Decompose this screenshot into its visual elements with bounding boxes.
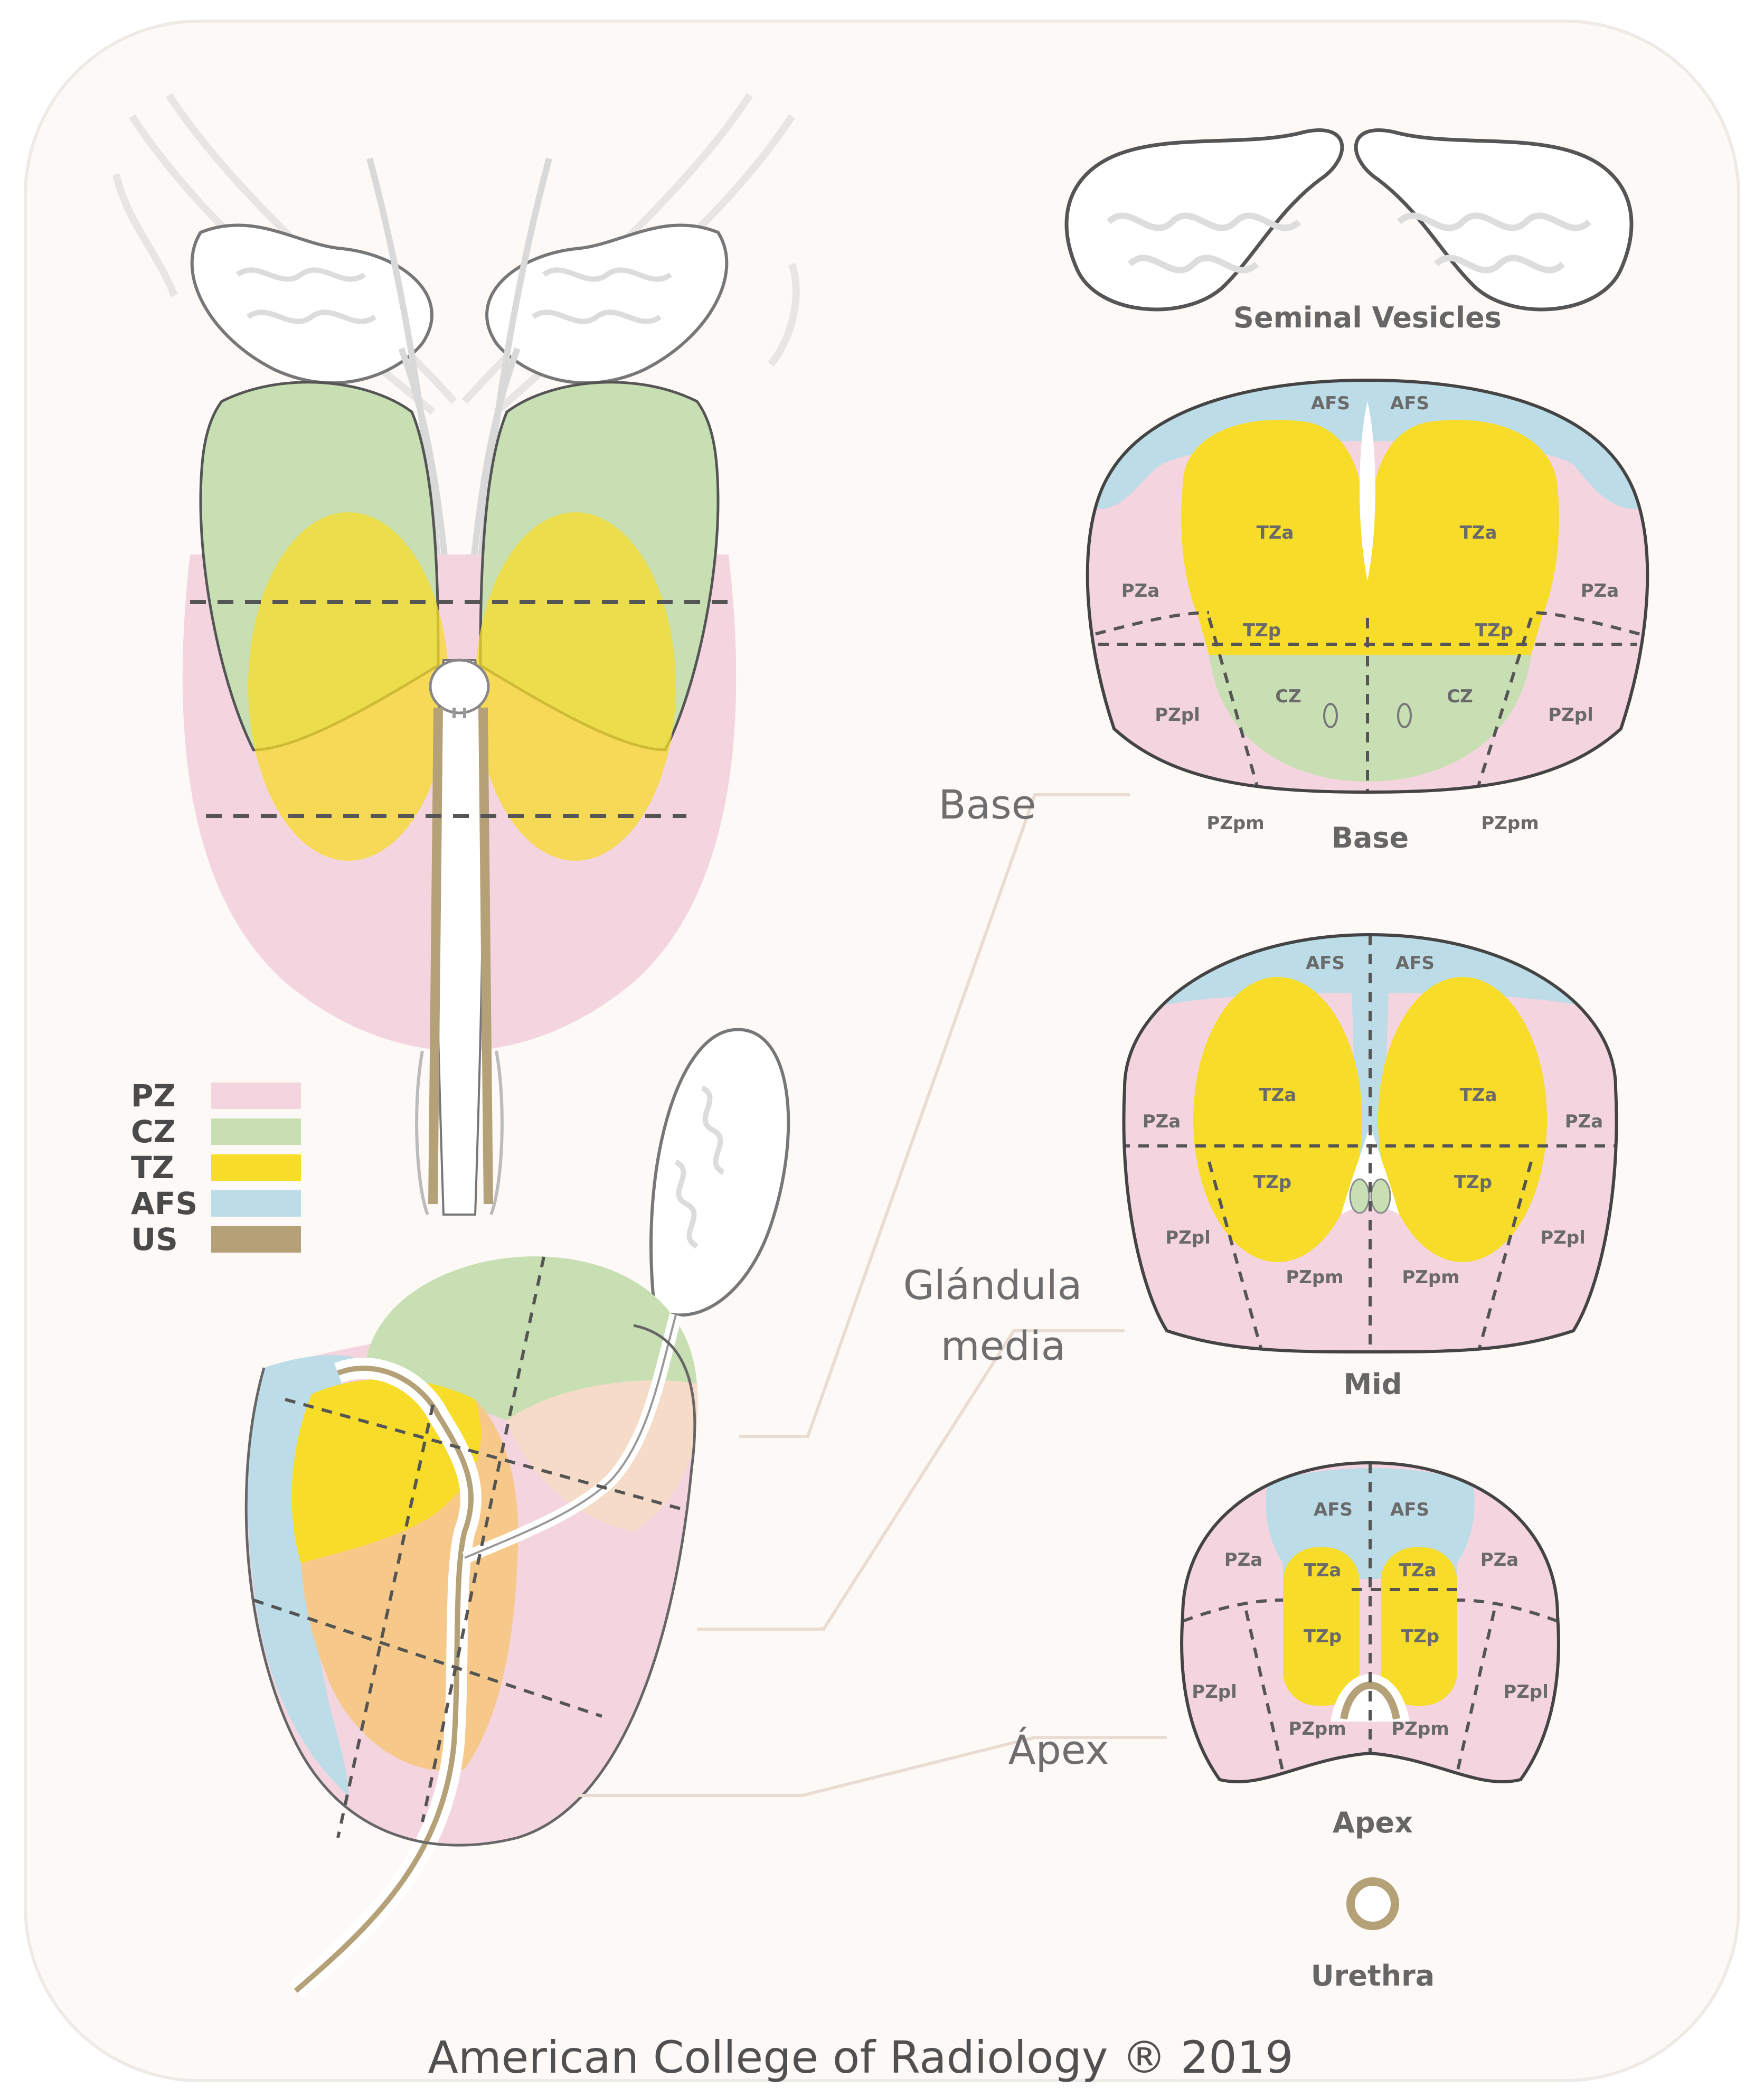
legend-swatch-cz — [211, 1118, 301, 1145]
overlay-label-apex: Ápex — [1008, 1726, 1109, 1773]
apex-label-tza-left: TZa — [1304, 1560, 1342, 1581]
legend-item-cz: CZ — [131, 1114, 301, 1150]
legend-swatch-us — [211, 1226, 301, 1253]
legend-item-pz: PZ — [131, 1078, 301, 1114]
legend-label-cz: CZ — [131, 1114, 176, 1150]
legend-item-tz: TZ — [131, 1150, 301, 1186]
legend-swatch-pz — [211, 1083, 301, 1109]
urethra-caption: Urethra — [1311, 1959, 1435, 1992]
legend-label-afs: AFS — [131, 1186, 197, 1221]
mid-label-tza-left: TZa — [1259, 1085, 1297, 1106]
apex-label-pzpl-right: PZpl — [1503, 1681, 1549, 1703]
mid-label-tzp-left: TZp — [1253, 1172, 1291, 1193]
base-label-tzp-left: TZp — [1243, 620, 1281, 641]
overlay-label-base: Base — [938, 781, 1036, 828]
legend: PZ CZ TZ AFS US — [131, 1078, 301, 1257]
legend-item-us: US — [131, 1221, 301, 1257]
apex-label-pza-left: PZa — [1224, 1549, 1263, 1571]
credit-line: American College of Radiology ® 2019 — [428, 2032, 1293, 2083]
mid-label-pzpm-right: PZpm — [1402, 1267, 1459, 1288]
mid-section: AFS AFS TZa TZa PZa PZa TZp TZp PZpl PZp… — [1109, 929, 1637, 1401]
urethra-ring-icon — [1351, 1882, 1395, 1926]
apex-label-tzp-left: TZp — [1304, 1626, 1342, 1647]
mid-label-afs-right: AFS — [1395, 953, 1435, 974]
base-label-afs-right: AFS — [1390, 393, 1429, 414]
legend-swatch-tz — [211, 1154, 301, 1181]
legend-label-pz: PZ — [131, 1078, 176, 1114]
overlay-label-glandula: Glándula — [903, 1262, 1082, 1309]
apex-caption: Apex — [1333, 1806, 1413, 1839]
apex-label-afs-left: AFS — [1314, 1499, 1353, 1520]
base-label-tza-left: TZa — [1257, 522, 1294, 543]
mid-label-afs-left: AFS — [1306, 953, 1345, 974]
base-label-tzp-right: TZp — [1475, 620, 1513, 641]
overlay-label-media: media — [941, 1322, 1066, 1369]
seminal-vesicles-caption: Seminal Vesicles — [1233, 301, 1502, 334]
legend-label-us: US — [131, 1221, 178, 1257]
base-caption: Base — [1332, 821, 1409, 854]
apex-label-pzpm-left: PZpm — [1288, 1718, 1346, 1739]
base-label-tza-right: TZa — [1460, 522, 1497, 543]
base-label-pza-right: PZa — [1581, 580, 1619, 601]
mid-label-pzpl-right: PZpl — [1540, 1227, 1586, 1248]
legend-item-afs: AFS — [131, 1186, 301, 1221]
mid-label-tzp-right: TZp — [1454, 1172, 1492, 1193]
base-label-afs-left: AFS — [1311, 393, 1350, 414]
apex-label-pzpm-right: PZpm — [1391, 1718, 1449, 1739]
legend-swatch-afs — [211, 1190, 301, 1217]
base-label-pzpl-left: PZpl — [1155, 704, 1200, 726]
base-label-cz-right: CZ — [1447, 686, 1473, 707]
base-label-pzpl-right: PZpl — [1548, 704, 1593, 726]
apex-label-pza-right: PZa — [1480, 1549, 1519, 1571]
apex-label-afs-right: AFS — [1390, 1499, 1429, 1520]
mid-caption: Mid — [1344, 1368, 1402, 1401]
apex-label-pzpl-left: PZpl — [1192, 1681, 1237, 1703]
base-label-pzpm-left: PZpm — [1206, 813, 1264, 834]
base-label-pzpm-right: PZpm — [1481, 813, 1539, 834]
apex-label-tza-right: TZa — [1399, 1560, 1437, 1581]
base-label-cz-left: CZ — [1275, 686, 1301, 707]
apex-label-tzp-right: TZp — [1401, 1626, 1439, 1647]
mid-label-tza-right: TZa — [1460, 1085, 1497, 1106]
mid-label-pza-right: PZa — [1565, 1111, 1603, 1132]
mid-label-pza-left: PZa — [1143, 1111, 1181, 1132]
mid-label-pzpm-left: PZpm — [1286, 1267, 1343, 1288]
mid-label-pzpl-left: PZpl — [1165, 1227, 1211, 1248]
legend-label-tz: TZ — [131, 1150, 174, 1186]
base-label-pza-left: PZa — [1121, 580, 1160, 601]
